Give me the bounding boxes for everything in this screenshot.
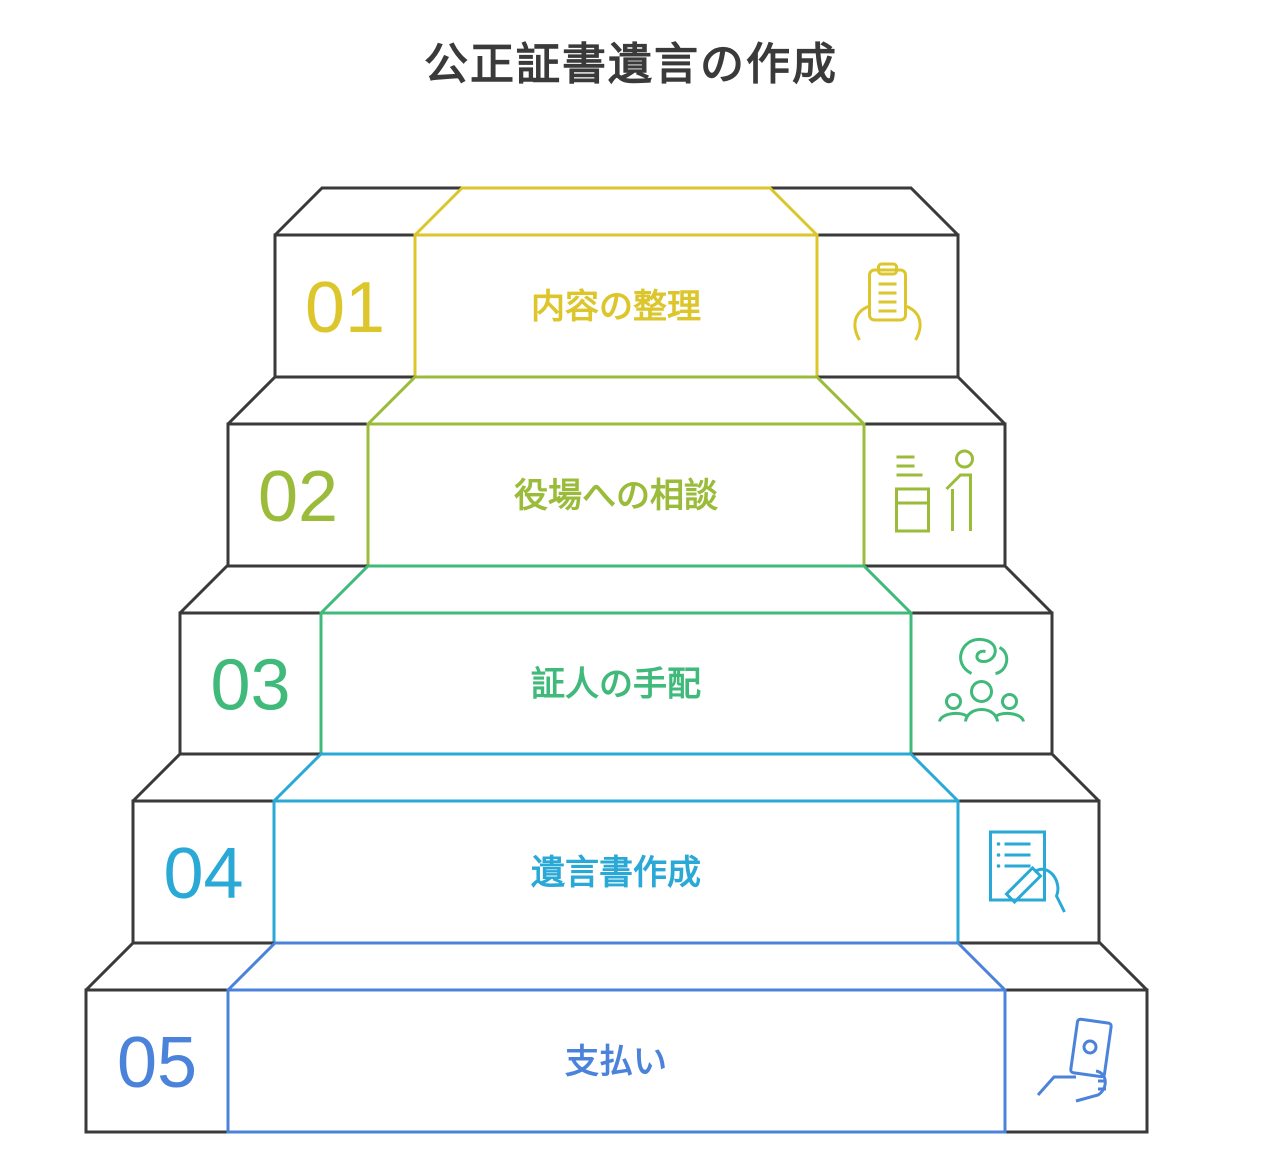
step-side-left [131,799,276,945]
hand-holding-money-icon [1036,1017,1113,1103]
consultation-desk-icon [895,449,974,533]
step-side-right [1003,988,1149,1134]
step-side-right [862,422,1007,568]
step-label: 支払い [565,1042,667,1082]
step-side-left [226,422,370,568]
step-side-left [84,988,230,1134]
step-carpet-riser [226,988,1007,1134]
step-tread-left [178,564,368,615]
step-carpet-tread [319,564,913,615]
step-label: 役場への相談 [514,476,719,516]
step-02: 02 役場への相談 [226,375,1007,568]
step-tread-right [958,941,1149,992]
step-03: 03 証人の手配 [178,564,1054,756]
step-carpet-tread [226,941,1007,992]
step-side-left [273,233,417,379]
step-number: 04 [163,834,243,914]
step-label: 証人の手配 [531,665,701,705]
step-tread-left [131,752,321,803]
step-carpet-riser [319,611,913,756]
step-tread-right [911,752,1101,803]
group-people-icon [938,637,1025,723]
diagram-title: 公正証書遺言の作成 [424,39,838,90]
step-01: 01 内容の整理 [273,186,960,379]
step-side-right [815,233,960,379]
step-label: 遺言書作成 [531,853,701,893]
step-side-right [909,611,1054,756]
step-carpet-riser [272,799,960,945]
step-tread-left [84,941,275,992]
step-number: 01 [305,268,385,348]
clipboard-hands-icon [853,262,922,341]
step-carpet-tread [272,752,960,803]
step-tread-left [226,375,415,426]
step-tread-left [273,186,462,237]
document-signing-icon [989,830,1066,913]
step-05: 05 支払い [84,941,1149,1134]
step-tread-right [817,375,1007,426]
step-carpet-tread [366,375,866,426]
step-number: 05 [117,1023,197,1103]
step-tread-right [770,186,960,237]
step-tread-right [864,564,1054,615]
step-carpet-riser [366,422,866,568]
step-carpet-tread [413,186,819,237]
step-label: 内容の整理 [531,287,701,327]
step-number: 03 [210,646,290,726]
step-side-left [178,611,323,756]
step-number: 02 [258,457,338,537]
step-04: 04 遺言書作成 [131,752,1101,945]
